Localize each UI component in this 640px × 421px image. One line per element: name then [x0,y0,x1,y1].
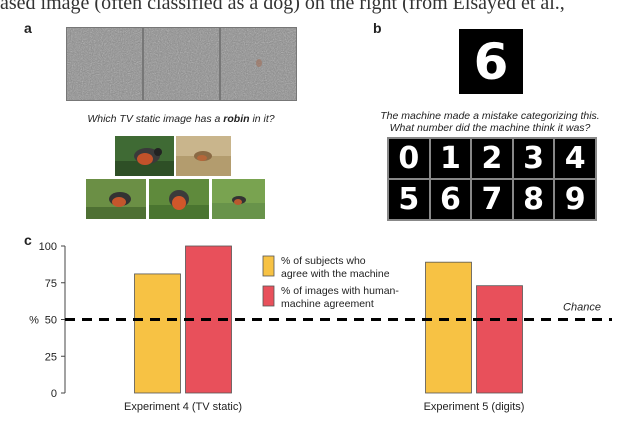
y-tick-label-1: 25 [45,351,57,363]
legend-swatch-0 [262,255,275,277]
digit-choice-8[interactable]: 8 [513,180,554,219]
panel-b-label: b [373,20,382,36]
y-tick-label-0: 0 [51,388,57,400]
cropped-header-text: ased image (often classified as a dog) o… [0,0,565,14]
digit-choice-3[interactable]: 3 [513,139,554,178]
robin-photo-3 [86,179,146,219]
digit-choice-9[interactable]: 9 [555,180,595,219]
agreement-bar-chart: 0 25 50 75 100% Experiment 4 (TV static) Exper… [0,228,640,421]
tv-static-image-2[interactable] [143,27,220,101]
digit-choice-6[interactable]: 6 [430,180,471,219]
digit-choice-4[interactable]: 4 [555,139,595,178]
legend-label-0-0: % of subjects who [281,255,366,267]
digit-choice-1[interactable]: 1 [430,139,471,178]
digit-choice-grid: 0 1 2 3 4 5 6 7 8 9 [387,137,597,221]
digit-choice-0[interactable]: 0 [389,139,429,178]
legend-label-1-1: machine agreement [281,298,374,310]
bar-subjects-agree-1 [425,261,472,394]
y-tick-label-4: 100 [39,241,57,253]
panel-b-caption: The machine made a mistake categorizing … [370,110,610,134]
bar-subjects-agree-0 [134,273,181,394]
tv-static-image-3[interactable] [220,27,297,101]
panel-b-caption-line1: The machine made a mistake categorizing … [380,110,600,122]
legend-label-0-1: agree with the machine [281,268,390,280]
digit-choice-5[interactable]: 5 [389,180,429,219]
panel-a-question: Which TV static image has a robin in it? [87,113,275,125]
legend-label-1-0: % of images with human- [281,285,399,297]
robin-photo-5 [212,179,265,219]
y-axis-label: % [29,315,39,327]
robin-photo-2 [176,136,231,176]
x-category-label-0: Experiment 4 (TV static) [124,401,242,413]
x-category-label-1: Experiment 5 (digits) [424,401,525,413]
bar-images-agree-1 [476,285,523,394]
tv-static-image-1[interactable] [66,27,143,101]
robin-photo-4 [149,179,209,219]
panel-a-label: a [24,20,32,36]
panel-c-label: c [24,232,32,248]
panel-b-caption-line2: What number did the machine think it was… [389,122,591,134]
target-digit-image: 6 [459,29,523,94]
robin-photo-1 [115,136,174,176]
legend-swatch-1 [262,285,275,307]
y-tick-label-3: 75 [45,278,57,290]
y-tick-label-2: 50 [45,315,57,327]
digit-choice-2[interactable]: 2 [472,139,512,178]
chance-label: Chance [563,302,601,314]
digit-choice-7[interactable]: 7 [472,180,512,219]
